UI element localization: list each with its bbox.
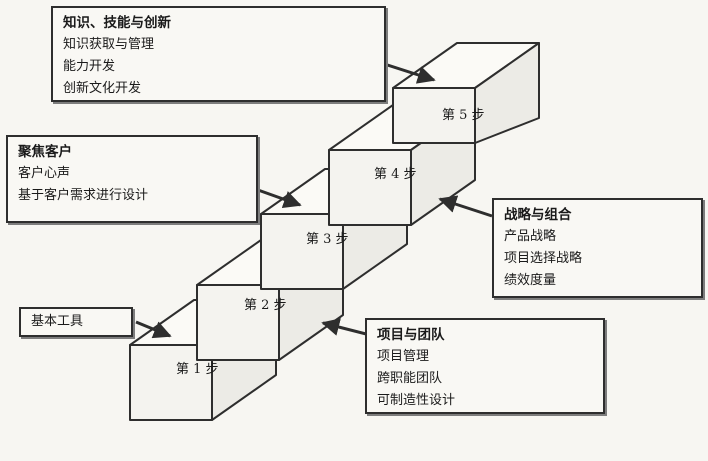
customer-box-title: 聚焦客户 xyxy=(18,144,72,160)
project-box-title: 项目与团队 xyxy=(377,327,445,343)
step-3-label: 第 3 步 xyxy=(306,232,349,247)
strategy-portfolio-box: 战略与组合 产品战略 项目选择战略 绩效度量 xyxy=(492,198,703,298)
knowledge-arrow xyxy=(377,60,436,84)
strategy-item: 项目选择战略 xyxy=(504,251,583,266)
knowledge-item: 能力开发 xyxy=(63,59,116,74)
step-5-label: 第 5 步 xyxy=(442,108,485,123)
customer-arrow xyxy=(257,188,302,209)
step-4-label: 第 4 步 xyxy=(374,167,417,182)
strategy-item: 绩效度量 xyxy=(504,273,557,288)
knowledge-skills-innovation-box: 知识、技能与创新 知识获取与管理 能力开发 创新文化开发 xyxy=(51,6,386,102)
project-item: 跨职能团队 xyxy=(377,371,443,386)
customer-item: 基于客户需求进行设计 xyxy=(18,188,149,203)
customer-focus-box: 聚焦客户 客户心声 基于客户需求进行设计 xyxy=(6,135,258,223)
strategy-box-title: 战略与组合 xyxy=(504,207,572,223)
strategy-arrow xyxy=(438,195,493,218)
strategy-item: 产品战略 xyxy=(504,229,557,244)
knowledge-box-title: 知识、技能与创新 xyxy=(63,15,171,31)
project-item: 项目管理 xyxy=(377,349,430,364)
step-2-label: 第 2 步 xyxy=(244,298,287,313)
project-team-box: 项目与团队 项目管理 跨职能团队 可制造性设计 xyxy=(365,318,605,414)
customer-item: 客户心声 xyxy=(18,166,71,181)
step-5-block xyxy=(392,42,540,144)
basic-tools-box: 基本工具 xyxy=(19,307,133,337)
knowledge-item: 知识获取与管理 xyxy=(63,37,155,52)
knowledge-item: 创新文化开发 xyxy=(63,81,142,96)
basic-tools-arrow xyxy=(135,320,172,339)
basic-tools-label: 基本工具 xyxy=(31,314,84,329)
project-item: 可制造性设计 xyxy=(377,393,456,408)
step-1-label: 第 1 步 xyxy=(176,362,219,377)
